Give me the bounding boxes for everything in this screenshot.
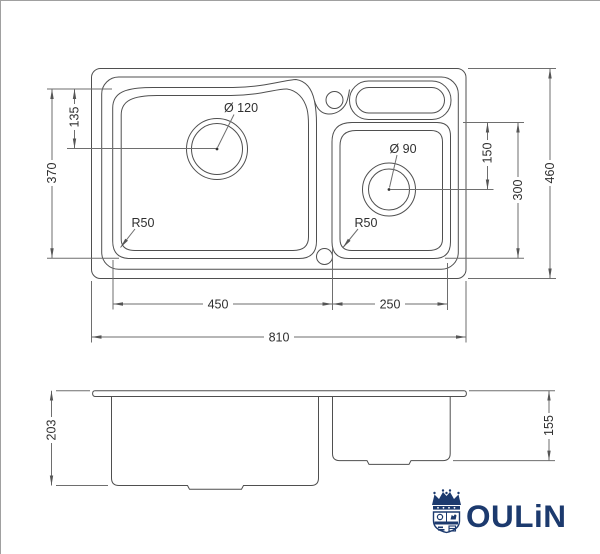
main-radius-leader [120, 228, 136, 248]
flange-section [92, 390, 467, 397]
dim-label-drain-90: Ø 90 [389, 142, 416, 156]
dim-label-250: 250 [380, 298, 401, 312]
dim-label-370: 370 [45, 163, 59, 184]
main-bowl-outer [112, 78, 317, 259]
dimension-labels: 135 370 150 300 460 450 250 810 Ø 120 Ø … [45, 101, 558, 440]
dim-label-135: 135 [68, 107, 82, 128]
dim-label-radius-main: R50 [132, 216, 155, 230]
dim-label-450: 450 [208, 298, 229, 312]
dimension-lines [47, 68, 556, 486]
dim-label-300: 300 [511, 180, 525, 201]
crest-icon [432, 489, 461, 534]
top-view [91, 68, 467, 279]
dim-label-810: 810 [269, 331, 290, 345]
small-radius-leader [342, 228, 359, 248]
dimension-label-backgrounds [45, 104, 557, 443]
dim-label-drain-120: Ø 120 [224, 101, 258, 115]
small-bowl-outer [331, 122, 451, 259]
brand-wordmark: OULiN [466, 498, 567, 534]
main-bowl-inner [120, 88, 309, 251]
main-drain-leader [217, 114, 235, 148]
sink-outer-edge [91, 68, 467, 279]
dim-label-460: 460 [543, 163, 557, 184]
faucet-web-contour [314, 89, 350, 115]
brand-logo: OULiN [432, 489, 567, 534]
dim-label-radius-small: R50 [355, 216, 378, 230]
tray-outer [349, 80, 452, 120]
dim-label-155: 155 [542, 415, 556, 436]
sink-rim-edge [101, 76, 459, 270]
main-bowl-section [111, 396, 319, 490]
small-drain-leader [389, 154, 398, 188]
small-bowl-inner [339, 130, 443, 251]
overflow-hole [316, 248, 333, 265]
small-bowl-section [332, 396, 451, 465]
dim-label-150: 150 [481, 143, 495, 164]
dim-label-203: 203 [45, 420, 59, 441]
tray-inner [355, 87, 445, 114]
faucet-hole [325, 91, 344, 109]
side-view [92, 390, 467, 490]
